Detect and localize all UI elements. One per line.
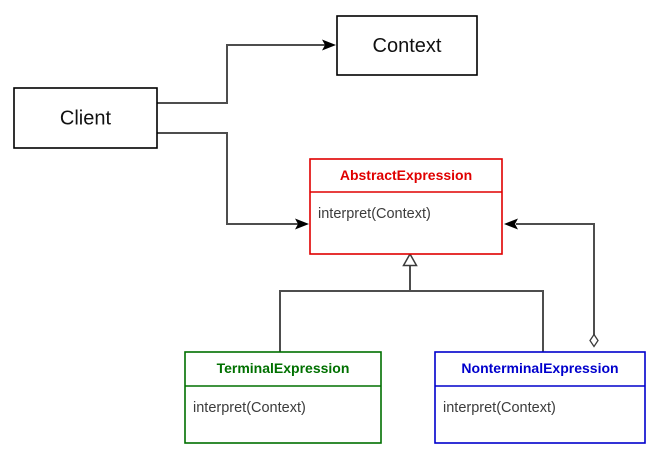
context-box-frame xyxy=(336,15,478,76)
client-box-title: Client xyxy=(60,107,112,129)
context-box[interactable]: Context xyxy=(336,15,478,76)
hollow-triangle-icon-generalization xyxy=(402,252,418,267)
nonterminal-expression-method: interpret(Context) xyxy=(443,400,556,416)
context-box-title: Context xyxy=(373,35,442,57)
abstract-expression-box[interactable]: AbstractExpression interpret(Context) xyxy=(309,158,503,255)
abstract-expression-box-frame xyxy=(309,158,503,255)
association-client-to-abstract-expression[interactable] xyxy=(157,132,309,230)
association-client-to-context[interactable] xyxy=(157,39,336,104)
connector-line-terminal-up xyxy=(279,290,410,352)
client-box-frame xyxy=(13,87,158,149)
abstract-expression-title: AbstractExpression xyxy=(340,167,472,183)
generalization-subclasses-to-abstract-expression[interactable] xyxy=(279,252,544,352)
abstract-expression-method: interpret(Context) xyxy=(318,206,431,222)
terminal-expression-method: interpret(Context) xyxy=(193,400,306,416)
aggregation-nonterminal-to-abstract-expression[interactable] xyxy=(504,218,599,348)
hollow-diamond-icon-aggregation xyxy=(589,333,599,348)
connector-line-client-context xyxy=(157,44,330,104)
client-box[interactable]: Client xyxy=(13,87,158,149)
arrowhead-icon-abstract-left xyxy=(295,218,309,230)
connector-line-client-abstract xyxy=(157,132,303,225)
nonterminal-expression-title: NonterminalExpression xyxy=(461,360,618,376)
terminal-expression-title: TerminalExpression xyxy=(217,360,350,376)
connector-line-nonterminal-up xyxy=(410,290,544,352)
arrowhead-icon-abstract-right xyxy=(504,218,518,230)
nonterminal-expression-box[interactable]: NonterminalExpression interpret(Context) xyxy=(434,351,646,444)
arrowhead-icon-context xyxy=(322,39,336,51)
connector-layer xyxy=(157,39,599,352)
connector-line-aggregation xyxy=(516,223,595,341)
terminal-expression-box[interactable]: TerminalExpression interpret(Context) xyxy=(184,351,382,444)
nonterminal-expression-box-frame xyxy=(434,351,646,444)
terminal-expression-box-frame xyxy=(184,351,382,444)
